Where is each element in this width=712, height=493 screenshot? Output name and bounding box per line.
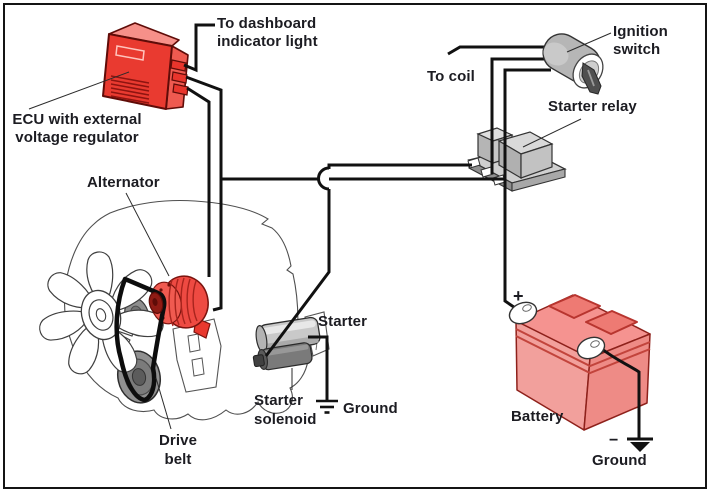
label-battery: Battery: [511, 408, 564, 425]
battery: [515, 294, 651, 431]
wire-ecu-to-alternator-bplus: [185, 75, 223, 312]
ecu-connector-tabs: [170, 59, 189, 96]
fan-hub: [80, 289, 122, 341]
battery-caps: [548, 294, 638, 335]
diagram-border: [3, 3, 707, 489]
wire-dashboard-light: [183, 23, 215, 73]
alternator-leader: [125, 192, 170, 277]
starter-solenoid: [252, 342, 313, 371]
label-starter-relay: Starter relay: [548, 98, 637, 115]
wire-relay-to-starter-upper: [327, 163, 472, 169]
ecu-leader: [28, 71, 130, 110]
drive-belt: [114, 276, 167, 403]
wire-starter-ground: [308, 335, 329, 400]
battery-positive-terminal: [508, 301, 538, 325]
wire-switch-to-battery: [503, 68, 551, 318]
wire-battery-negative: [601, 347, 641, 438]
label-ignition-switch: Ignition switch: [613, 23, 668, 58]
battery-negative-terminal: [576, 336, 606, 360]
leader-lines: [28, 71, 582, 430]
ground-symbol-starter: [316, 399, 338, 414]
wire-to-coil: [447, 45, 549, 56]
label-starter: Starter: [318, 313, 368, 330]
label-starter-solenoid: Starter solenoid: [254, 392, 317, 428]
alternator-bracket: [172, 318, 222, 393]
ignition-switch: [542, 33, 604, 95]
label-ecu: ECU with external voltage regulator: [12, 111, 142, 146]
label-alternator: Alternator: [87, 174, 160, 191]
drive-belt-leader: [155, 377, 172, 430]
label-ground-battery: Ground: [592, 452, 647, 469]
wire-relay-to-starter-lower: [264, 189, 331, 357]
wire-switch-to-relay: [490, 57, 549, 174]
wire-crossover-hop: [317, 166, 330, 191]
label-ground-starter: Ground: [343, 400, 398, 417]
label-to-dashboard: To dashboard indicator light: [217, 15, 318, 50]
label-drive-belt: Drive belt: [158, 432, 198, 468]
cooling-fan: [36, 251, 167, 379]
ignition-leader: [566, 32, 612, 53]
ignition-key: [581, 62, 602, 95]
starter-relay: [467, 127, 567, 192]
wire-ecu-field: [186, 86, 211, 277]
ground-symbol-battery: [627, 437, 653, 452]
relay-leader: [522, 118, 582, 148]
battery-plus-sign: +: [513, 286, 524, 306]
label-to-coil: To coil: [427, 68, 475, 85]
battery-minus-sign: −: [609, 432, 619, 449]
ecu: [102, 22, 189, 110]
alternator-pulley: [148, 292, 164, 314]
